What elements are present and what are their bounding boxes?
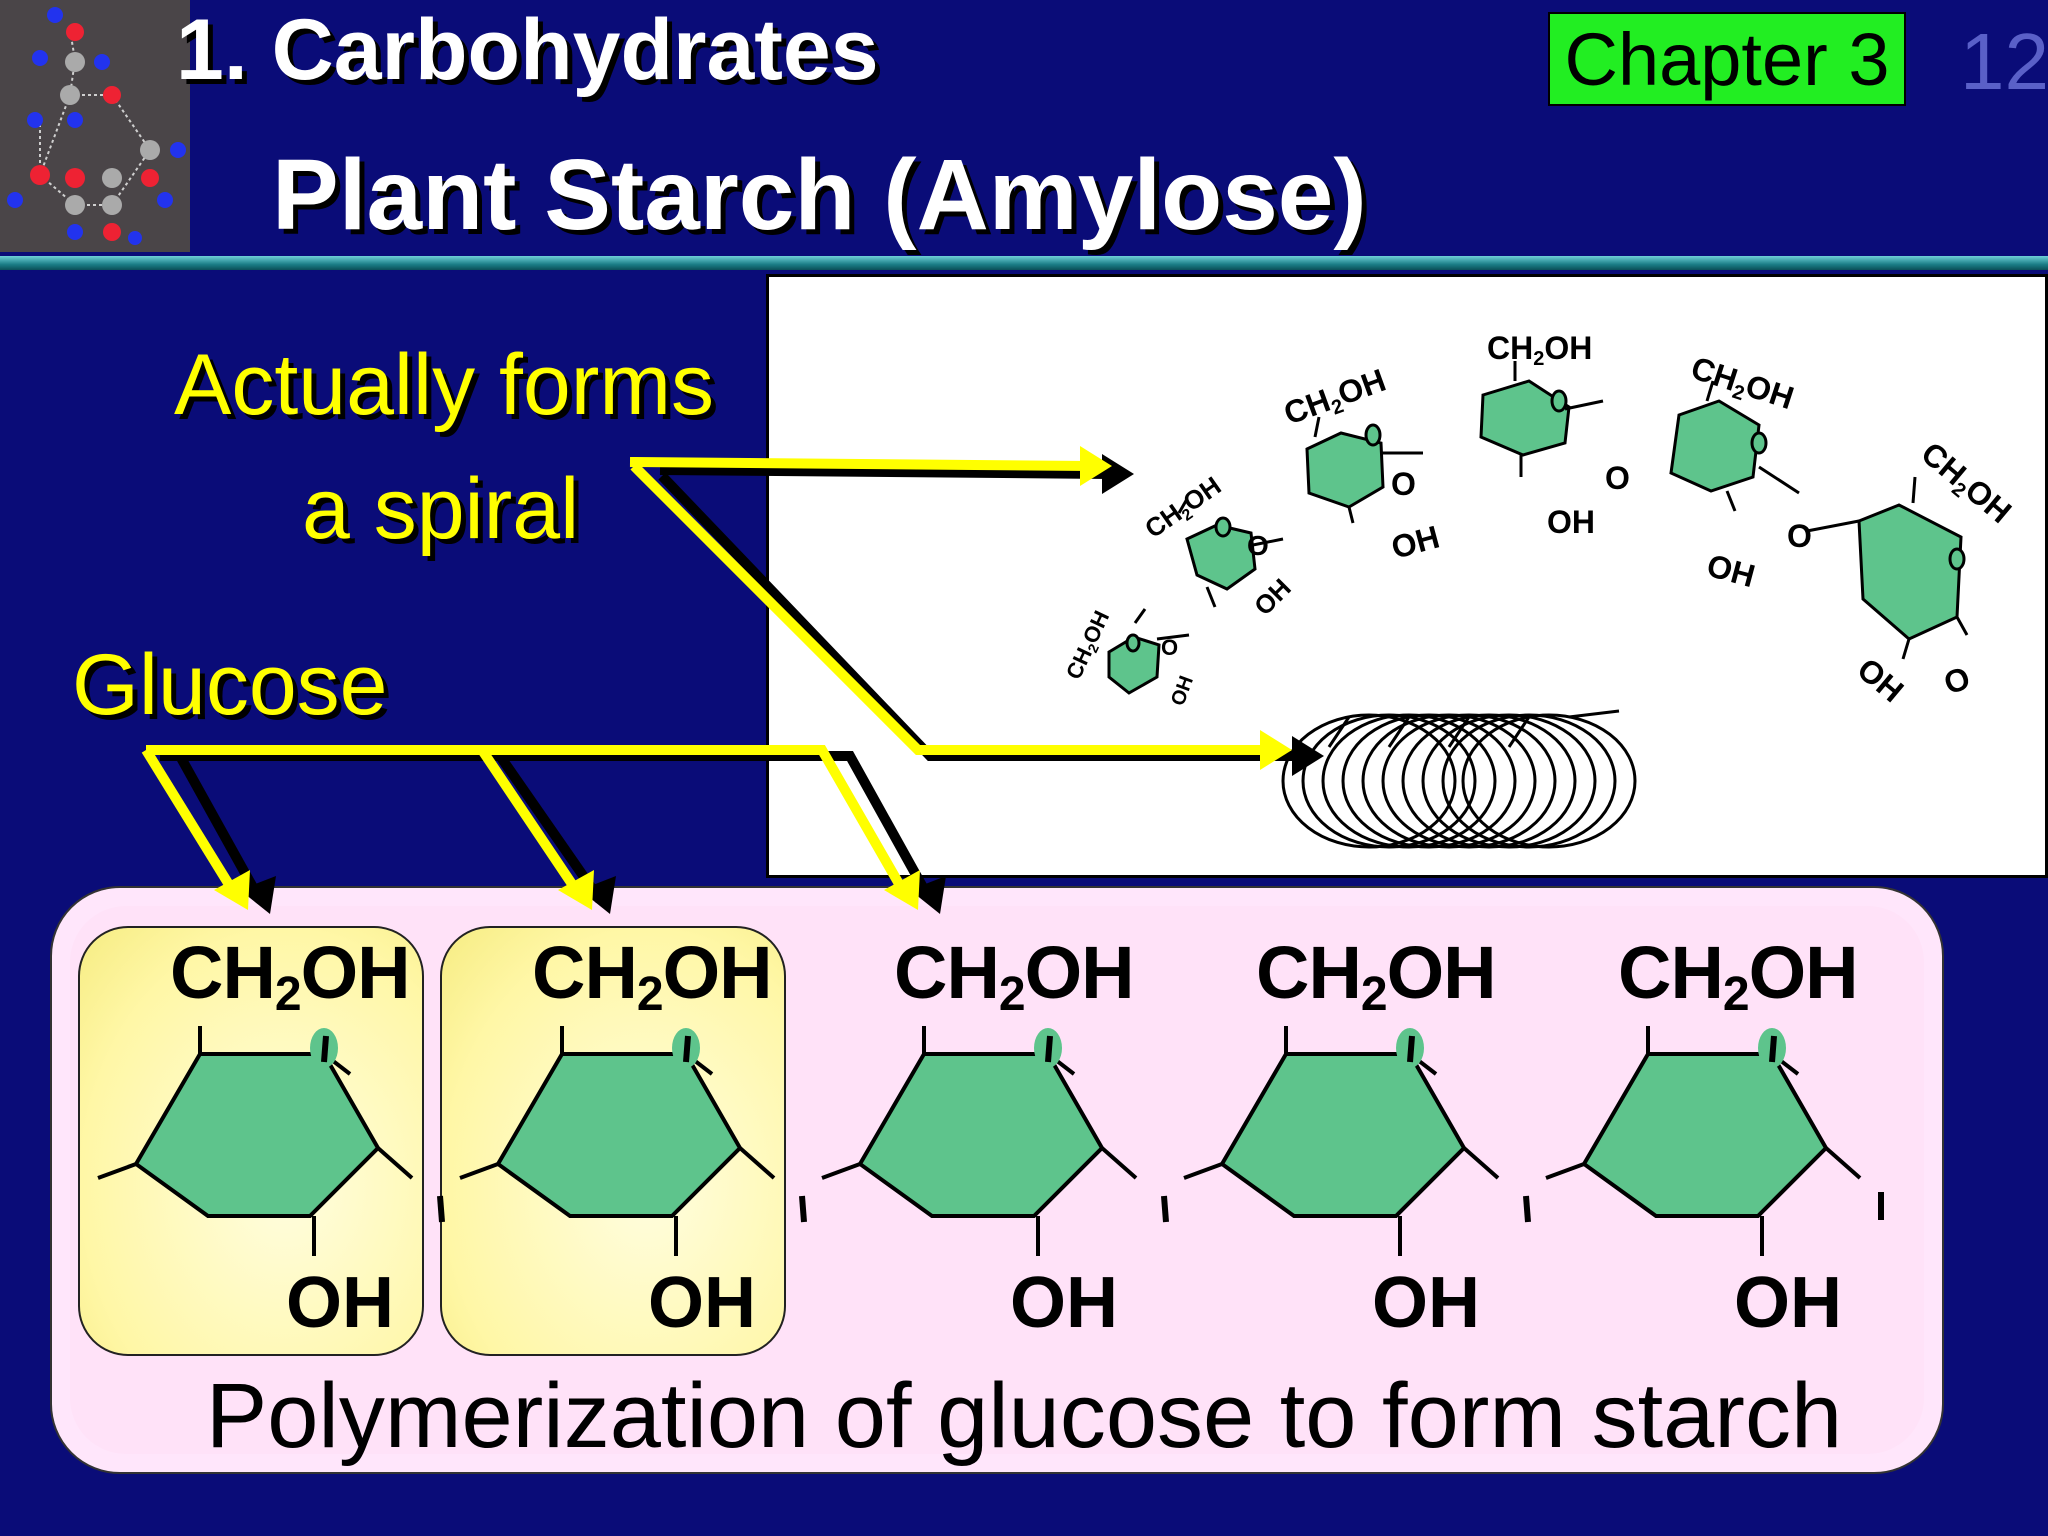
black-arrow-shadows xyxy=(160,465,1300,903)
bond-line xyxy=(1100,1146,1138,1180)
ring-oxygen-mark xyxy=(683,1035,691,1063)
hydroxyl-label: OH xyxy=(1372,1263,1480,1343)
ch2oh-label: CH2OH xyxy=(894,930,1135,1022)
glycosidic-link-mark xyxy=(799,1195,807,1223)
glycosidic-link-mark xyxy=(437,1195,445,1223)
glucose-caption: Glucose xyxy=(72,637,388,733)
page-title: Plant Starch (Amylose) xyxy=(272,139,1367,251)
section-title: 1. Carbohydrates xyxy=(176,2,879,98)
subscript-2: 2 xyxy=(636,968,664,1021)
bond-line xyxy=(97,1162,137,1180)
hydroxyl-label: OH xyxy=(1010,1263,1118,1343)
glycosidic-link-mark xyxy=(1161,1195,1169,1223)
spiral-caption-line2: a spiral xyxy=(302,461,580,557)
glycosidic-link-mark xyxy=(1523,1195,1531,1223)
svg-text:O: O xyxy=(1247,530,1269,561)
amylose-chain xyxy=(1107,379,1963,695)
oh-text: OH xyxy=(1748,931,1859,1014)
ch-text: CH xyxy=(170,931,276,1014)
bond-line xyxy=(1545,1162,1585,1180)
bond-line xyxy=(459,1162,499,1180)
ring-oxygen-mark xyxy=(321,1035,329,1063)
svg-text:O: O xyxy=(1391,466,1416,502)
ch-text: CH xyxy=(1618,931,1724,1014)
oh-text: OH xyxy=(1386,931,1497,1014)
glucose-unit xyxy=(799,1026,1138,1256)
glucose-unit xyxy=(1161,1026,1500,1256)
glucose-unit xyxy=(1523,1026,1862,1256)
svg-text:O: O xyxy=(1605,460,1630,496)
spiral-drawing xyxy=(1281,709,1637,849)
svg-text:OH: OH xyxy=(1547,504,1595,540)
svg-text:CH2OH: CH2OH xyxy=(1487,330,1592,370)
page-number: 12 xyxy=(1960,17,2048,106)
ch2oh-label: CH2OH xyxy=(1618,930,1859,1022)
ring-oxygen-mark xyxy=(1045,1035,1053,1063)
oh-text: OH xyxy=(300,931,411,1014)
bond-line xyxy=(1183,1162,1223,1180)
ch2oh-label: CH2OH xyxy=(532,930,773,1022)
subscript-2: 2 xyxy=(274,968,302,1021)
ch-text: CH xyxy=(894,931,1000,1014)
spiral-caption-line1: Actually forms xyxy=(174,337,715,433)
molecule-logo xyxy=(0,0,190,252)
bond-line xyxy=(821,1162,861,1180)
bond-line xyxy=(1462,1146,1500,1180)
hydroxyl-label: OH xyxy=(286,1263,394,1343)
glucose-unit xyxy=(437,1026,776,1256)
chapter-badge: Chapter 3 xyxy=(1548,12,1906,106)
bond-line xyxy=(1824,1146,1862,1180)
bond-line xyxy=(738,1146,776,1180)
subscript-2: 2 xyxy=(998,968,1026,1021)
glucose-unit xyxy=(97,1026,414,1256)
subscript-2: 2 xyxy=(1360,968,1388,1021)
polymerization-caption: Polymerization of glucose to form starch xyxy=(205,1365,1843,1467)
ch2oh-label: CH2OH xyxy=(1256,930,1497,1022)
svg-text:O: O xyxy=(1161,635,1178,660)
oh-text: OH xyxy=(1024,931,1135,1014)
header-divider xyxy=(0,256,2048,270)
subscript-2: 2 xyxy=(1722,968,1750,1021)
svg-text:O: O xyxy=(1787,518,1812,554)
ch2oh-label: CH2OH xyxy=(170,930,411,1022)
bond-line xyxy=(376,1146,414,1180)
ring-oxygen-mark xyxy=(1769,1035,1777,1063)
oh-text: OH xyxy=(662,931,773,1014)
ring-oxygen-mark xyxy=(1407,1035,1415,1063)
hydroxyl-label: OH xyxy=(648,1263,756,1343)
chain-continuation-mark xyxy=(1878,1192,1884,1220)
yellow-arrows xyxy=(141,457,1270,899)
hydroxyl-label: OH xyxy=(1734,1263,1842,1343)
ch-text: CH xyxy=(1256,931,1362,1014)
ch-text: CH xyxy=(532,931,638,1014)
